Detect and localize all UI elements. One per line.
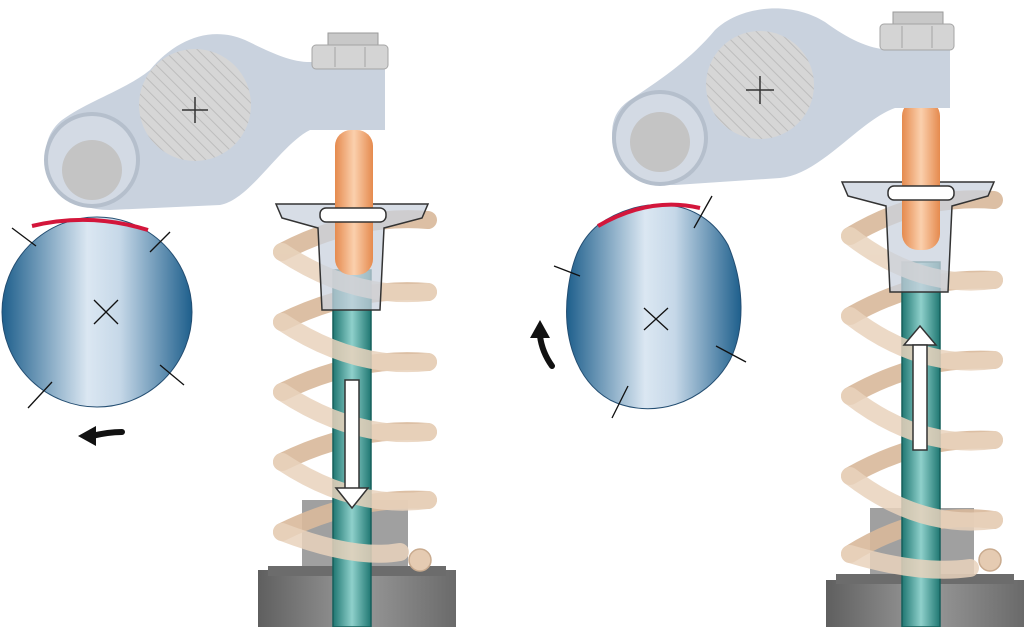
contact-arc	[31, 217, 149, 232]
rocker-arm	[44, 32, 389, 210]
arrow-up-icon	[902, 324, 938, 451]
rotation-arrow-icon	[78, 426, 125, 446]
cam-lobe	[553, 195, 747, 419]
cam-lobe	[1, 216, 193, 409]
adjusting-nut	[879, 11, 955, 51]
rocker-arm	[612, 8, 955, 186]
rotation-arrow-icon	[530, 320, 555, 369]
contact-arc	[597, 202, 701, 228]
pushrod	[335, 130, 373, 275]
panel-right	[530, 8, 1024, 627]
adjusting-nut	[311, 32, 389, 70]
panel-left	[1, 32, 456, 627]
pushrod	[902, 100, 940, 250]
arrow-down-icon	[334, 379, 370, 510]
